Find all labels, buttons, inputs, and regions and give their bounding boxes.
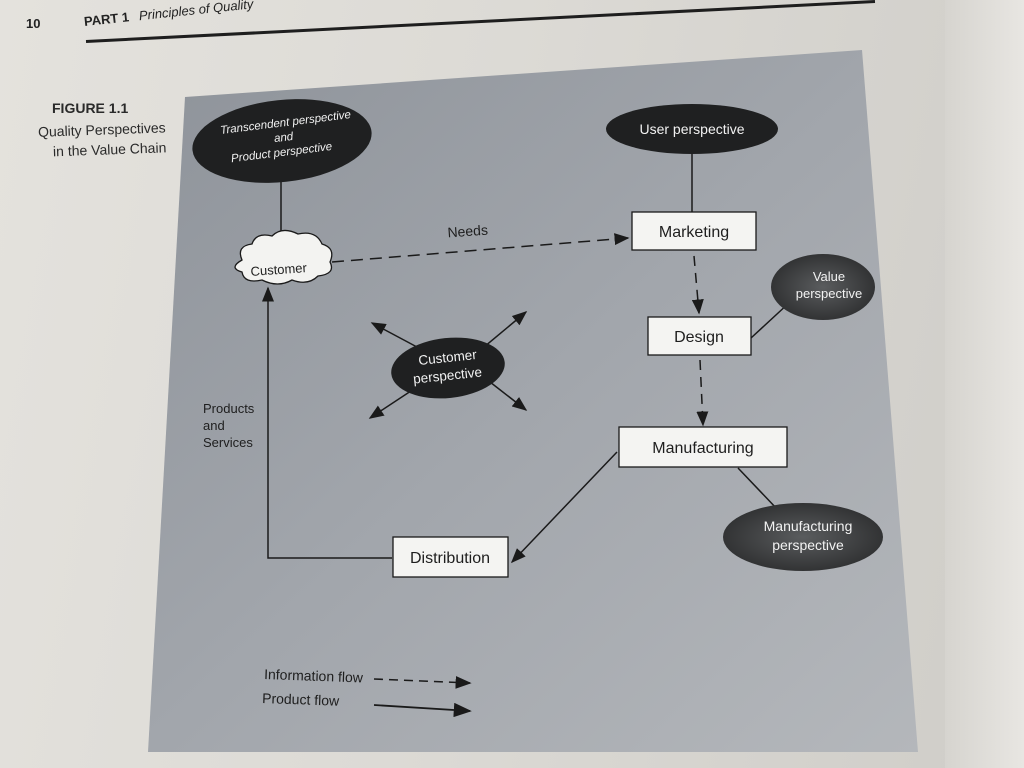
products-line-2: and: [203, 418, 225, 433]
manufacturing-persp-line-2: perspective: [772, 537, 844, 553]
manufacturing-box: Manufacturing: [618, 426, 788, 468]
manufacturing-perspective-oval: Manufacturing perspective: [723, 503, 883, 571]
manufacturing-label: Manufacturing: [652, 440, 753, 457]
legend-product-flow: Product flow: [262, 690, 340, 709]
marketing-box: Marketing: [631, 211, 757, 251]
right-margin: [945, 0, 1024, 768]
design-to-manufacturing-arrow: [696, 359, 709, 427]
customer-persp-line-2: perspective: [412, 364, 482, 386]
distribution-box: Distribution: [392, 536, 509, 578]
user-perspective-label: User perspective: [639, 121, 744, 137]
design-label: Design: [674, 329, 724, 346]
manufacturing-connector: [737, 467, 779, 511]
transcendent-line-2: and: [273, 131, 294, 145]
distribution-label: Distribution: [410, 550, 490, 567]
legend-product-flow-line: [373, 702, 472, 718]
needs-label: Needs: [447, 222, 488, 241]
marketing-label: Marketing: [659, 224, 729, 241]
customer-persp-arrow-se: [489, 381, 528, 411]
legend-information-flow-line: [373, 676, 472, 689]
user-perspective-oval: User perspective: [606, 104, 778, 154]
products-line-3: Services: [203, 435, 253, 450]
manufacturing-persp-line-1: Manufacturing: [764, 518, 853, 534]
design-box: Design: [647, 316, 752, 356]
transcendent-perspective-oval: Transcendent perspective and Product per…: [192, 99, 372, 183]
customer-perspective-oval: Customer perspective: [391, 337, 505, 399]
manufacturing-to-distribution-arrow: [510, 451, 618, 564]
page-number: 10: [26, 16, 41, 31]
value-line-1: Value: [813, 269, 845, 284]
marketing-to-design-arrow: [691, 255, 704, 315]
legend: Information flow Product flow: [262, 666, 472, 718]
distribution-to-customer-arrow: [262, 286, 392, 559]
figure-label: FIGURE 1.1: [52, 100, 129, 116]
value-perspective-oval: Value perspective: [771, 254, 875, 320]
value-line-2: perspective: [796, 286, 862, 301]
customer-label: Customer: [250, 260, 308, 279]
products-line-1: Products: [203, 401, 255, 416]
products-services-label: Products and Services: [203, 401, 255, 450]
customer-cloud: Customer: [234, 229, 333, 285]
customer-persp-line-1: Customer: [418, 347, 478, 368]
legend-information-flow: Information flow: [264, 666, 364, 685]
needs-arrow: [331, 233, 630, 263]
